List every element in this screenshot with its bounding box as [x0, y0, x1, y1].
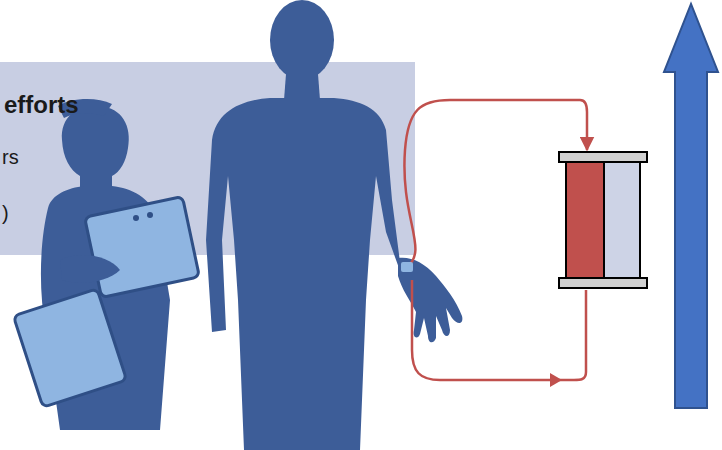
tube-arrowhead — [550, 373, 562, 387]
panel-text: ) — [2, 202, 9, 224]
panel-text: rs — [2, 146, 19, 168]
patient-figure — [206, 0, 462, 450]
panel-node: efforts rs) — [0, 62, 415, 255]
up-arrow — [664, 4, 718, 408]
panel-heading: efforts — [4, 92, 79, 118]
cannula — [401, 262, 413, 272]
filter-device — [559, 152, 647, 288]
clipboard — [13, 197, 199, 408]
blood-tube-out — [404, 100, 587, 268]
blood-tube-return — [412, 280, 586, 380]
